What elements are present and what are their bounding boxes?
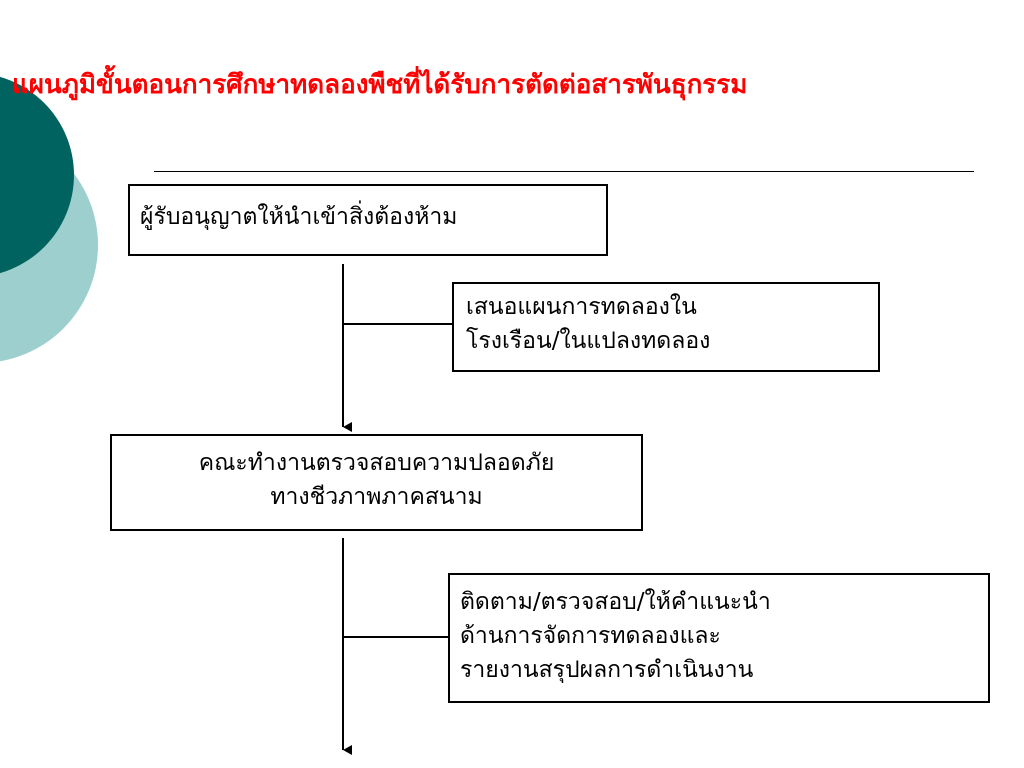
flow-step-text: ด้านการจัดการทดลองและ [460, 623, 721, 649]
dark-teal-circle [0, 76, 74, 274]
flow-step-text: ทางชีวภาพภาคสนาม [270, 484, 483, 510]
flow-step-text: ติดตาม/ตรวจสอบ/ให้คำแนะนำ [460, 589, 771, 615]
flow-step-text: รายงานสรุปผลการดำเนินงาน [460, 657, 754, 683]
decorative-circles [0, 76, 98, 362]
title-divider [154, 171, 974, 172]
flow-step-text: โรงเรือน/ในแปลงทดลอง [466, 328, 711, 354]
flow-step-propose-plan: เสนอแผนการทดลองใน โรงเรือน/ในแปลงทดลอง [452, 282, 880, 372]
flow-step-monitor-report: ติดตาม/ตรวจสอบ/ให้คำแนะนำ ด้านการจัดการท… [448, 573, 990, 703]
flow-step-text: เสนอแผนการทดลองใน [466, 294, 697, 320]
flow-step-text: คณะทำงานตรวจสอบความปลอดภัย [198, 450, 555, 476]
page-title: แผนภูมิขั้นตอนการศึกษาทดลองพืชที่ได้รับก… [12, 70, 748, 100]
flow-step-text: ผู้รับอนุญาตให้นำเข้าสิ่งต้องห้าม [140, 204, 458, 230]
flow-step-permit-holder: ผู้รับอนุญาตให้นำเข้าสิ่งต้องห้าม [128, 184, 608, 256]
flow-step-biosafety-committee: คณะทำงานตรวจสอบความปลอดภัย ทางชีวภาพภาคส… [110, 434, 643, 531]
